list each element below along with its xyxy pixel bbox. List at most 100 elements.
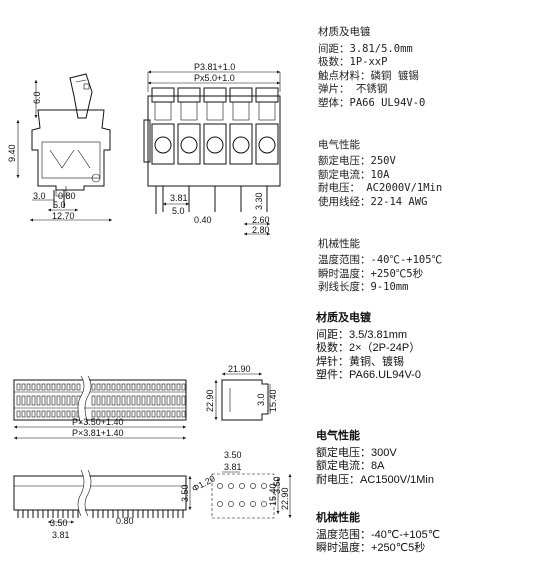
spec-line: 间距：3.5/3.81mm <box>316 328 408 341</box>
slot-mark <box>121 395 126 406</box>
slot-mark <box>21 410 26 418</box>
slot-mark <box>166 410 171 418</box>
spec-line: 温度范围：-40℃-+105℃ <box>318 254 443 267</box>
slot-mark <box>91 383 96 391</box>
spec-line: 剥线长度：9-10mm <box>318 281 409 294</box>
slot-mark <box>46 410 51 418</box>
slot-mark <box>41 410 46 418</box>
slot-mark <box>91 410 96 418</box>
spec-block-2: 材质及电镀 间距：3.5/3.81mm 极数：2×（2P-24P） 焊针：黄铜、… <box>316 312 421 383</box>
spec-line: 弹片： 不锈钢 <box>318 83 388 96</box>
slot-mark <box>116 383 121 391</box>
pcb-hole <box>261 501 267 507</box>
slot-mark <box>141 395 146 406</box>
slot-mark <box>126 383 131 391</box>
pcb-hole <box>217 501 223 507</box>
slot-mark <box>36 383 41 391</box>
spec-line: 间距：3.81/5.0mm <box>318 42 413 55</box>
spec-line: 极数：2×（2P-24P） <box>316 342 421 355</box>
slot-mark <box>111 410 116 418</box>
dim-3-50-v: 3.50 <box>272 476 282 494</box>
slot-mark <box>51 395 56 406</box>
slot-mark <box>151 383 156 391</box>
dim-12-70: 12.70 <box>52 211 75 221</box>
slot-mark <box>131 383 136 391</box>
dim-15-40-fp: 15.40 <box>268 483 278 506</box>
slot-mark <box>116 395 121 406</box>
dim-0-40: 0.40 <box>194 215 212 225</box>
slot-mark <box>141 383 146 391</box>
slot-mark <box>51 410 56 418</box>
slot-mark <box>136 410 141 418</box>
dim-6-0: 6.0 <box>32 91 42 104</box>
dim-3-0-b: 3.0 <box>256 393 266 406</box>
spec-line: 耐电压： AC2000V/1Min <box>318 182 443 195</box>
dim-3-50-side: 3.50 <box>180 484 190 502</box>
slot-mark <box>66 410 71 418</box>
slot-mark <box>106 410 111 418</box>
pcb-hole <box>250 483 256 489</box>
slot-mark <box>156 383 161 391</box>
slot-mark <box>166 395 171 406</box>
slot-mark <box>131 410 136 418</box>
spec-block-2-mechanical: 机械性能 温度范围：-40℃-+105℃ 瞬时温度：+250℃5秒 <box>316 512 440 556</box>
slot-mark <box>171 395 176 406</box>
dim-p3-81: P3.81+1.0 <box>194 62 235 72</box>
slot-mark <box>71 410 76 418</box>
slot-mark <box>106 395 111 406</box>
slot-mark <box>121 410 126 418</box>
slot-mark <box>121 383 126 391</box>
material-title-2: 材质及电镀 <box>316 312 371 324</box>
mechanical-title: 机械性能 <box>318 237 360 250</box>
dim-5-0-b: 5.0 <box>172 206 185 216</box>
slot-mark <box>146 395 151 406</box>
spec-line: 额定电压：250V <box>318 155 396 168</box>
slot-mark <box>26 383 31 391</box>
material-title: 材质及电镀 <box>318 26 371 38</box>
slot-mark <box>26 395 31 406</box>
spec-line: 极数：1P-xxP <box>318 56 388 69</box>
slot-mark <box>61 395 66 406</box>
slot-mark <box>151 395 156 406</box>
spec-line: 焊针：黄铜、镀锡 <box>316 355 404 368</box>
dim-3-81-pitch: 3.81 <box>52 530 70 540</box>
slot-mark <box>96 410 101 418</box>
pcb-hole <box>217 483 223 489</box>
spec-line: 使用线经：22-14 AWG <box>318 195 428 208</box>
slot-mark <box>161 383 166 391</box>
spec-line: 额定电流：8A <box>316 460 385 473</box>
slot-mark <box>181 395 186 406</box>
slot-mark <box>51 383 56 391</box>
slot-mark <box>101 383 106 391</box>
slot-mark <box>146 383 151 391</box>
spec-line: 耐电压：AC1500V/1Min <box>316 473 434 486</box>
dim-15-40: 15.40 <box>268 389 278 412</box>
slot-mark <box>16 410 21 418</box>
dim-p3-50: P×3.50+1.40 <box>72 417 124 427</box>
spec-line: 瞬时温度：+250℃5秒 <box>318 267 424 280</box>
slot-mark <box>126 410 131 418</box>
slot-mark <box>66 383 71 391</box>
slot-mark <box>21 383 26 391</box>
electrical-title-2: 电气性能 <box>316 430 360 442</box>
slot-mark <box>46 383 51 391</box>
slot-mark <box>96 383 101 391</box>
slot-mark <box>21 395 26 406</box>
front-view: P3.81+1.0 Px5.0+1.0 <box>143 62 281 236</box>
spec-line: 塑件：PA66.UL94V-0 <box>316 369 421 382</box>
dim-3-30: 3.30 <box>254 192 264 210</box>
slot-mark <box>76 383 81 391</box>
end-view: 21.90 22.90 3.0 15.40 <box>205 364 278 421</box>
slot-mark <box>176 395 181 406</box>
slot-mark <box>56 395 61 406</box>
slot-mark <box>31 410 36 418</box>
slot-mark <box>101 410 106 418</box>
dim-22-90-fp: 22.90 <box>280 487 290 510</box>
slot-mark <box>136 395 141 406</box>
slot-mark <box>36 410 41 418</box>
slot-mark <box>156 395 161 406</box>
slot-mark <box>181 383 186 391</box>
pcb-hole <box>228 501 234 507</box>
spec-line: 触点材料：磷铜 镀锡 <box>318 69 419 82</box>
spec-block-2-electrical: 电气性能 额定电压：300V 额定电流：8A 耐电压：AC1500V/1Min <box>316 430 434 487</box>
